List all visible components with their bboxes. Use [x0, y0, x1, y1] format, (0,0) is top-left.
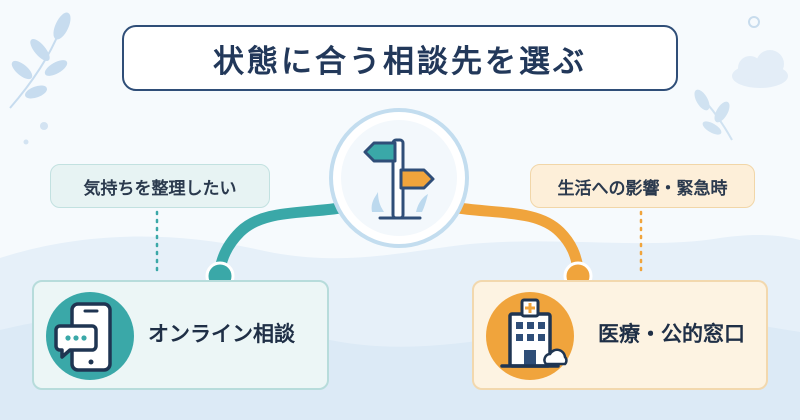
- option-card-medical: 医療・公的窓口: [472, 280, 768, 390]
- condition-pill-left: 気持ちを整理したい: [50, 164, 270, 208]
- leaf-branch-right: [694, 89, 733, 141]
- option-card-online: オンライン相談: [32, 280, 329, 390]
- hospital-icon: [486, 292, 574, 380]
- option-label-online: オンライン相談: [148, 322, 295, 346]
- cloud-icon: [732, 50, 788, 88]
- signpost-icon: [329, 108, 469, 248]
- condition-pill-right: 生活への影響・緊急時: [530, 164, 755, 208]
- leaf-branch-left: [9, 12, 71, 109]
- left-connector: [214, 202, 346, 276]
- smartphone-chat-icon: [46, 292, 134, 380]
- right-connector: [452, 202, 584, 274]
- page-title: 状態に合う相談先を選ぶ: [122, 25, 678, 91]
- option-label-medical: 医療・公的窓口: [598, 322, 745, 346]
